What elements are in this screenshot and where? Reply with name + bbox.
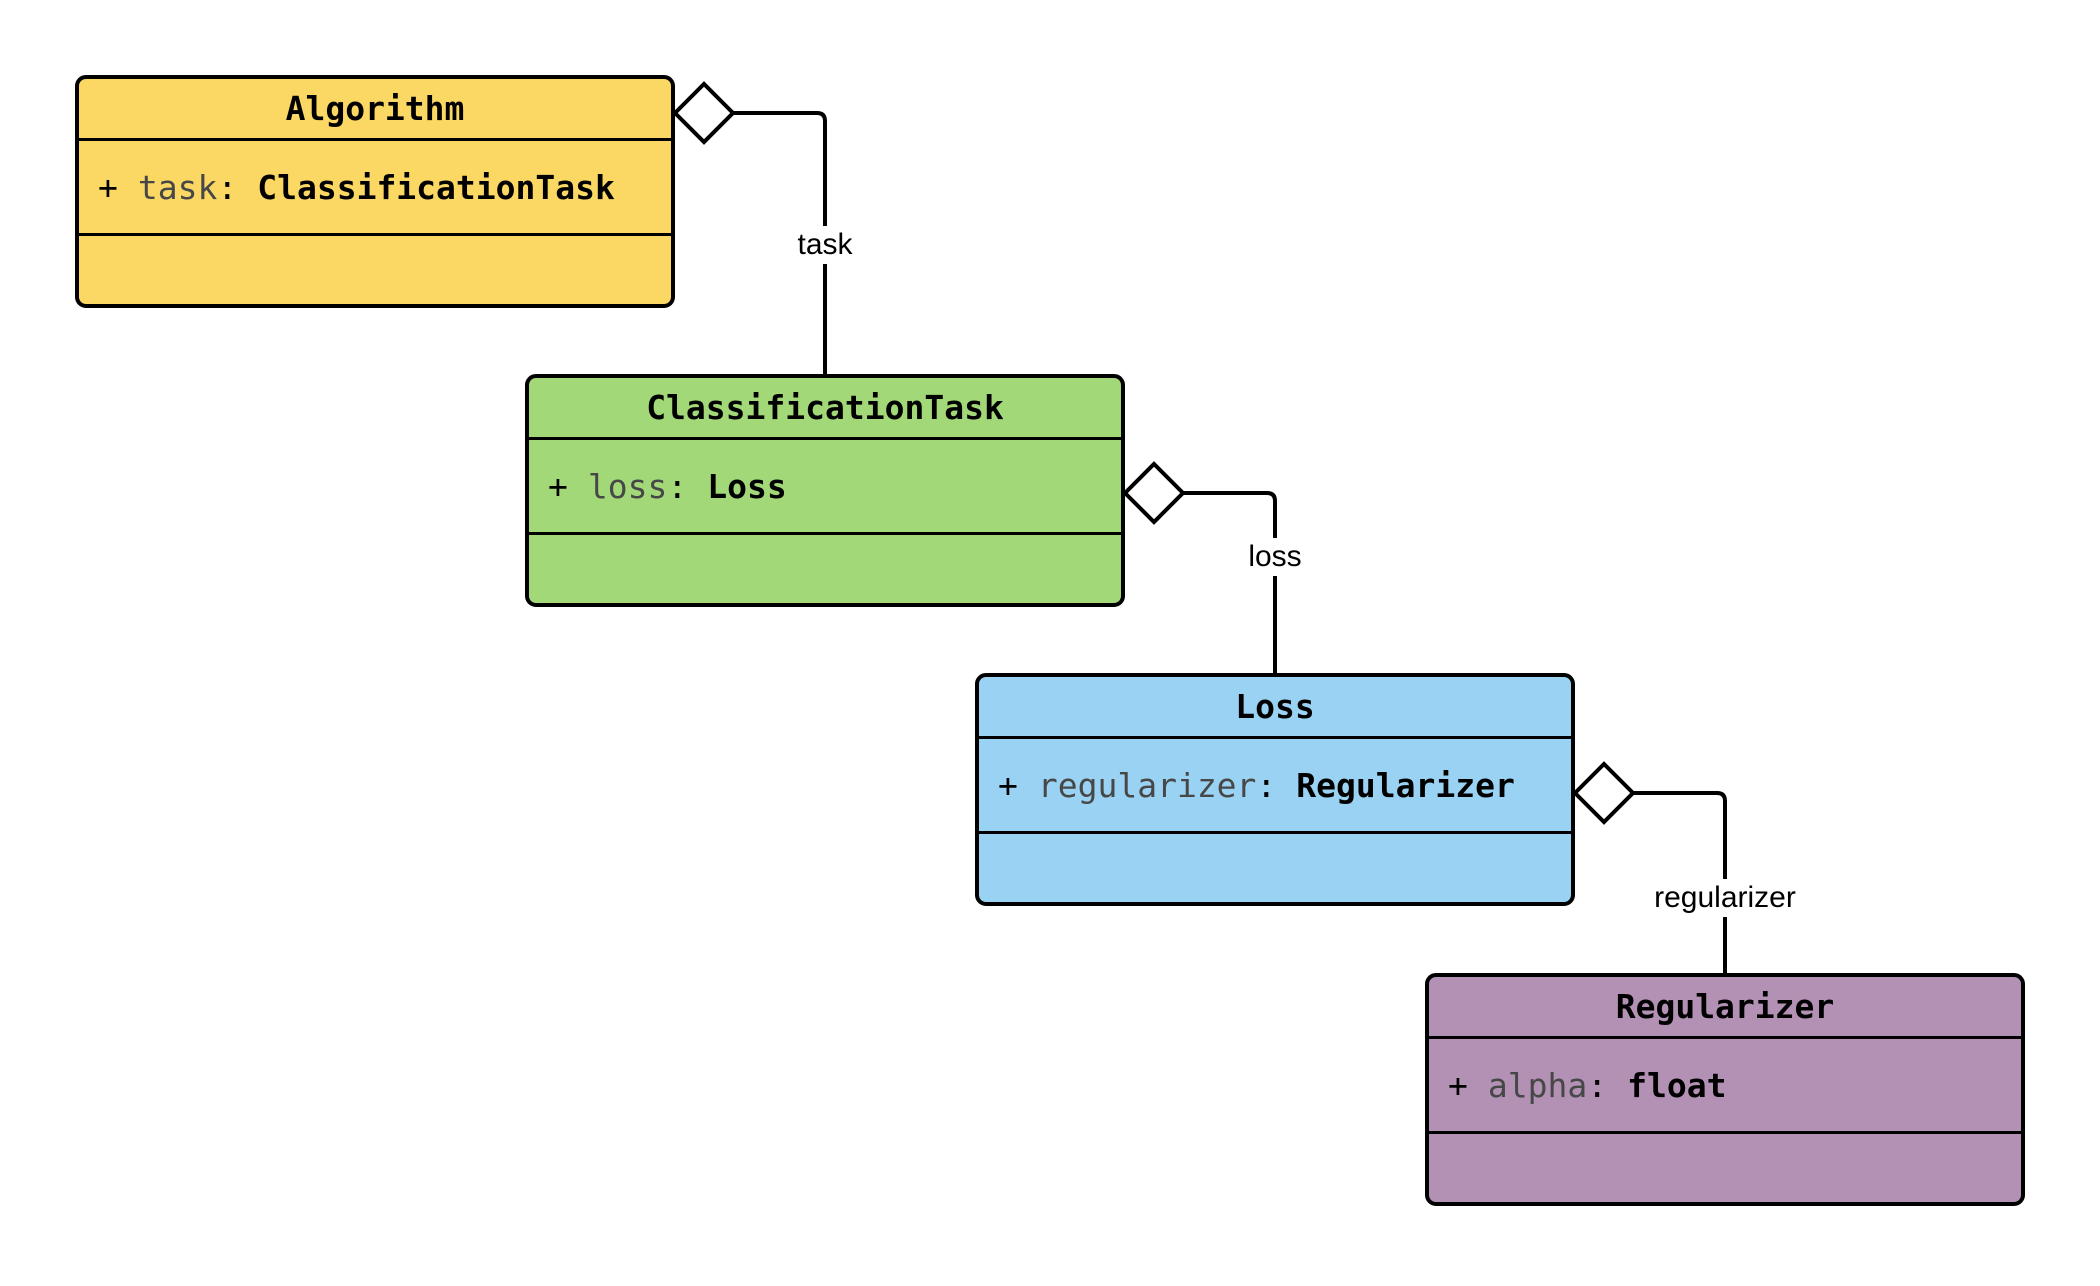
edge-label-regularizer: regularizer (1647, 879, 1803, 917)
attribute-colon: : (217, 167, 238, 207)
aggregation-diamond-icon (1572, 761, 1636, 825)
attribute-visibility: + (1448, 1065, 1468, 1105)
attribute-name: alpha (1487, 1065, 1588, 1105)
methods-compartment (79, 236, 671, 304)
class-box-regularizer: Regularizer + alpha: float (1425, 973, 2025, 1206)
attributes-compartment: + task: ClassificationTask (79, 141, 671, 236)
attributes-compartment: + loss: Loss (529, 440, 1121, 535)
edge-loss (1122, 461, 1277, 673)
edge-task-line (733, 111, 827, 374)
aggregation-diamond-icon (1122, 461, 1186, 525)
edge-task (672, 81, 827, 374)
attribute-name: task (137, 167, 218, 207)
class-name: Regularizer (1429, 977, 2021, 1039)
class-name: Algorithm (79, 79, 671, 141)
methods-compartment (529, 535, 1121, 603)
methods-compartment (979, 834, 1571, 902)
attributes-compartment: + alpha: float (1429, 1039, 2021, 1134)
edge-regularizer-line (1633, 791, 1727, 973)
attribute-colon: : (667, 466, 688, 506)
attributes-compartment: + regularizer: Regularizer (979, 739, 1571, 834)
edge-loss-line (1183, 491, 1277, 673)
edge-regularizer (1572, 761, 1727, 973)
class-box-algorithm: Algorithm + task: ClassificationTask (75, 75, 675, 308)
attribute-visibility: + (98, 167, 118, 207)
class-box-classificationtask: ClassificationTask + loss: Loss (525, 374, 1125, 607)
attribute-colon: : (1256, 765, 1277, 805)
attribute-type: ClassificationTask (257, 167, 615, 207)
class-name: Loss (979, 677, 1571, 739)
aggregation-diamond-icon (672, 81, 736, 145)
attribute-visibility: + (998, 765, 1018, 805)
edge-label-loss: loss (1241, 538, 1309, 576)
attribute-type: Loss (707, 466, 787, 506)
class-box-loss: Loss + regularizer: Regularizer (975, 673, 1575, 906)
class-name: ClassificationTask (529, 378, 1121, 440)
attribute-type: Regularizer (1296, 765, 1515, 805)
edge-label-task: task (790, 226, 860, 264)
attribute-type: float (1627, 1065, 1727, 1105)
attribute-name: regularizer (1037, 765, 1257, 805)
attribute-visibility: + (548, 466, 568, 506)
methods-compartment (1429, 1134, 2021, 1202)
attribute-colon: : (1587, 1065, 1608, 1105)
attribute-name: loss (587, 466, 668, 506)
